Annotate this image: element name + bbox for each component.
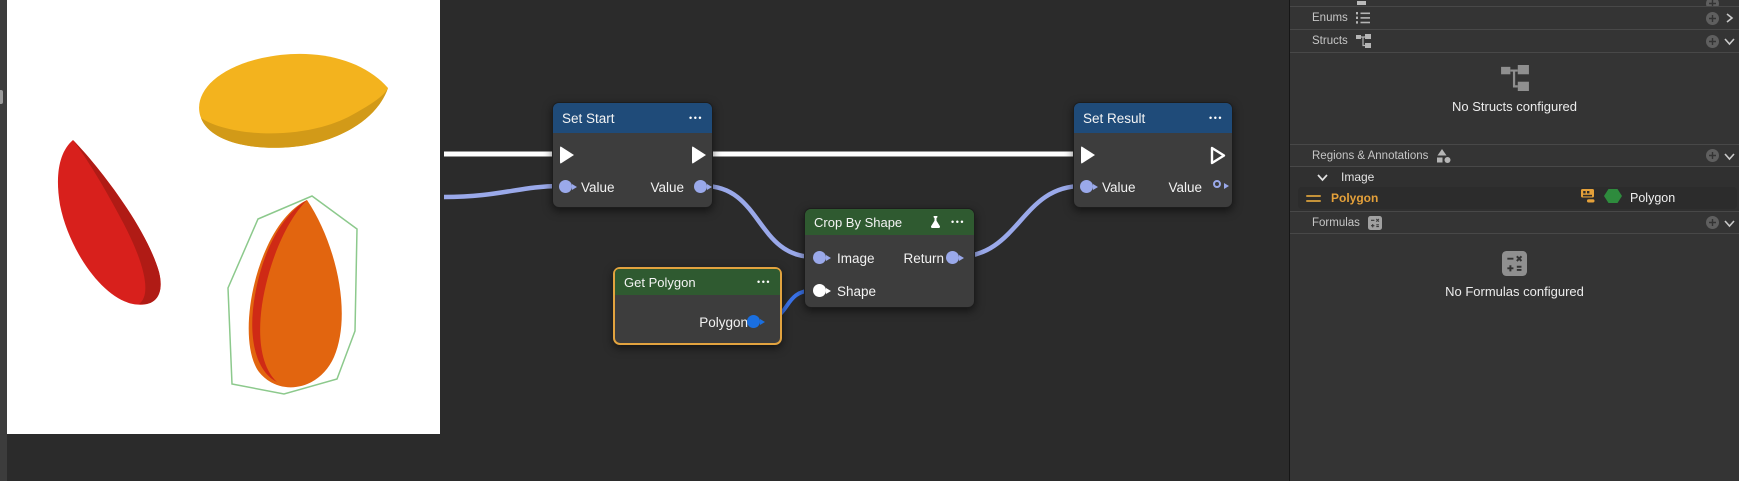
node-get-polygon-header[interactable]: Get Polygon ••• [615, 269, 780, 295]
region-lines-icon [1306, 194, 1321, 202]
polygon-output-label: Polygon [699, 315, 748, 330]
node-title: Set Start [562, 110, 615, 126]
exec-input-pin[interactable] [560, 146, 574, 164]
structs-tree-icon-large [1500, 65, 1529, 91]
node-set-result[interactable]: Set Result ••• Value Value [1073, 102, 1233, 208]
regions-content: Image Polygon Polygon [1290, 167, 1739, 211]
value-input-label: Value [1102, 180, 1136, 195]
panel-handle-tick[interactable] [0, 90, 3, 104]
add-button[interactable] [1706, 0, 1719, 6]
section-row-regions[interactable]: Regions & Annotations [1290, 144, 1739, 167]
petal-shape-yellow-shade [201, 88, 388, 148]
polygon-annotation-outline[interactable] [227, 195, 358, 395]
add-struct-button[interactable] [1706, 34, 1719, 48]
value-input-label: Value [581, 180, 615, 195]
section-row-structs[interactable]: Structs [1290, 30, 1739, 53]
petal-shape-red [57, 140, 161, 305]
structs-tree-icon [1355, 34, 1371, 48]
value-input-pin[interactable] [1080, 180, 1098, 193]
shape-input-label: Shape [837, 284, 877, 299]
region-item-polygon[interactable]: Polygon Polygon [1298, 187, 1737, 209]
formulas-calc-icon [1367, 215, 1382, 230]
polygon-output-pin[interactable] [747, 315, 765, 328]
chevron-down-icon[interactable] [1724, 151, 1735, 161]
exec-output-pin[interactable] [692, 146, 706, 164]
image-viewer [7, 0, 440, 434]
node-title: Get Polygon [624, 274, 696, 290]
more-options-icon[interactable]: ••• [689, 112, 703, 123]
value-output-pin[interactable] [1213, 180, 1229, 189]
image-group-row[interactable]: Image [1290, 167, 1739, 187]
exec-output-pin[interactable] [1210, 146, 1226, 165]
region-item-type: Polygon [1630, 191, 1676, 205]
shape-input-pin[interactable] [813, 284, 831, 297]
structs-empty-state: No Structs configured [1290, 53, 1739, 144]
value-output-pin[interactable] [694, 180, 712, 193]
region-item-name: Polygon [1331, 191, 1379, 205]
chevron-right-icon[interactable] [1724, 13, 1735, 23]
value-input-pin[interactable] [559, 180, 577, 193]
node-title: Crop By Shape [814, 214, 903, 230]
node-set-start-header[interactable]: Set Start ••• [553, 103, 712, 133]
formulas-empty-state: No Formulas configured [1290, 234, 1739, 481]
image-input-label: Image [837, 251, 875, 266]
more-options-icon[interactable]: ••• [951, 216, 965, 227]
petal-shape-red-shade [73, 140, 161, 305]
enums-label: Enums [1312, 12, 1348, 24]
node-set-start[interactable]: Set Start ••• Value Value [552, 102, 713, 208]
exec-input-pin[interactable] [1081, 146, 1095, 164]
section-row-partial[interactable] [1290, 0, 1739, 7]
node-get-polygon[interactable]: Get Polygon ••• Polygon [613, 267, 782, 345]
config-panel: Enums Structs No Structs configured R [1289, 0, 1739, 481]
return-output-label: Return [903, 251, 944, 266]
chevron-down-icon[interactable] [1724, 218, 1735, 228]
chevron-down-icon[interactable] [1724, 36, 1735, 46]
node-crop-by-shape[interactable]: Crop By Shape ••• Image Return Shape [804, 208, 975, 308]
section-row-formulas[interactable]: Formulas [1290, 211, 1739, 234]
viewer-image [57, 53, 388, 395]
left-edge-rail [0, 0, 7, 481]
node-set-result-header[interactable]: Set Result ••• [1074, 103, 1232, 133]
section-row-enums[interactable]: Enums [1290, 7, 1739, 30]
structs-label: Structs [1312, 35, 1348, 47]
return-output-pin[interactable] [946, 251, 964, 264]
image-input-pin[interactable] [813, 251, 831, 264]
flask-icon [929, 215, 942, 229]
region-frames-icon [1580, 188, 1596, 209]
structs-empty-text: No Structs configured [1451, 99, 1577, 114]
formulas-empty-text: No Formulas configured [1445, 284, 1584, 299]
more-options-icon[interactable]: ••• [1209, 112, 1223, 123]
petal-shape-orange-shade [252, 200, 307, 382]
add-enum-button[interactable] [1706, 11, 1719, 25]
add-region-button[interactable] [1706, 149, 1719, 162]
regions-shapes-icon [1436, 148, 1452, 163]
formulas-label: Formulas [1312, 216, 1360, 229]
node-title: Set Result [1083, 110, 1146, 126]
enums-list-icon [1355, 12, 1370, 24]
chevron-down-icon[interactable] [1317, 172, 1328, 182]
more-options-icon[interactable]: ••• [757, 276, 771, 287]
image-group-label: Image [1341, 170, 1375, 184]
section-icon-fragment [1357, 1, 1366, 5]
node-crop-by-shape-header[interactable]: Crop By Shape ••• [805, 209, 974, 235]
value-output-label: Value [1168, 180, 1202, 195]
value-output-label: Value [650, 180, 684, 195]
regions-label: Regions & Annotations [1312, 149, 1429, 162]
polygon-type-hexagon-icon [1604, 188, 1622, 209]
formulas-calc-icon-large [1502, 251, 1527, 276]
add-formula-button[interactable] [1706, 216, 1719, 229]
